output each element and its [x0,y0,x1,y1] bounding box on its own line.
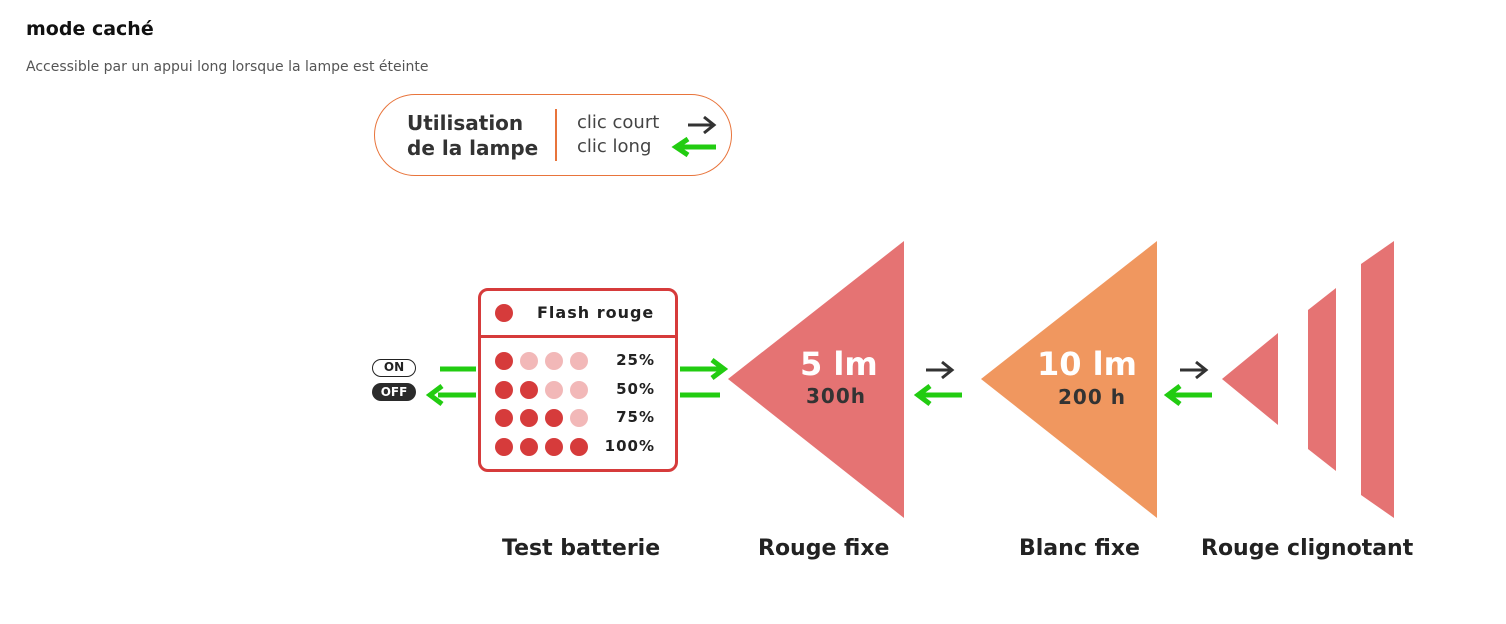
white-to-red-arrow-icon [913,384,962,406]
battery-level-label: 50% [616,379,655,398]
white-fixed-triangle [981,241,1157,518]
battery-dot-filled [520,409,538,427]
on-label: ON [372,359,416,377]
legend-short-arrow-icon [688,115,717,135]
red-fixed-triangle [728,241,904,518]
red-blinking-icon [1222,241,1394,518]
battery-level-row [495,437,665,458]
battery-level-label: 75% [616,408,655,426]
battery-dot-filled [545,437,563,456]
battery-test-box: Flash rouge 25% 50% 75% 100% [478,288,678,472]
battery-dot-empty [545,352,563,370]
legend-short-click-label: clic court [577,112,660,133]
mode-label-red-fixed: Rouge fixe [758,536,890,561]
battery-dot-filled [520,380,538,399]
page-title: mode caché [26,18,154,40]
mode-label-red-blinking: Rouge clignotant [1201,536,1414,561]
battery-dot-filled [520,437,538,456]
mode-label-white-fixed: Blanc fixe [1019,536,1140,561]
red-fixed-lumens: 5 lm [800,345,878,383]
legend-title: Utilisation de la lampe [407,111,538,161]
battery-level-label: 25% [616,351,655,369]
battery-dot-filled [495,380,513,399]
legend-long-arrow-icon [671,136,716,158]
legend-long-click-label: clic long [577,136,652,157]
battery-level-row [495,352,665,372]
off-label: OFF [372,383,416,401]
page-subtitle: Accessible par un appui long lorsque la … [26,59,429,75]
legend-title-line1: Utilisation [407,111,524,135]
flash-red-dot-icon [495,304,513,322]
red-fixed-autonomy: 300h [806,384,866,408]
battery-dot-empty [570,409,588,427]
battery-dot-filled [545,409,563,427]
usage-legend: Utilisation de la lampe clic court clic … [374,94,732,176]
flash-red-label: Flash rouge [537,303,655,322]
battery-dot-filled [495,352,513,370]
red-to-white-arrow-icon [926,360,955,380]
battery-level-row [495,380,665,401]
battery-dot-filled [570,437,588,456]
blink-to-white-arrow-icon [1163,384,1212,406]
battery-dot-empty [520,352,538,370]
battery-dot-empty [570,352,588,370]
white-to-blink-arrow-icon [1180,360,1209,380]
battery-level-row [495,409,665,429]
legend-divider [555,109,557,161]
battery-dot-empty [570,380,588,399]
white-fixed-autonomy: 200 h [1058,385,1126,409]
legend-title-line2: de la lampe [407,136,539,160]
battery-dot-empty [545,380,563,399]
battery-separator [481,335,675,338]
mode-label-battery-test: Test batterie [502,536,661,561]
off-arrow-icon [425,384,476,406]
battery-to-red-arrow-icon [680,358,729,380]
battery-dot-filled [495,409,513,427]
battery-dot-filled [495,437,513,456]
battery-level-label: 100% [604,436,655,455]
white-fixed-lumens: 10 lm [1037,345,1137,383]
